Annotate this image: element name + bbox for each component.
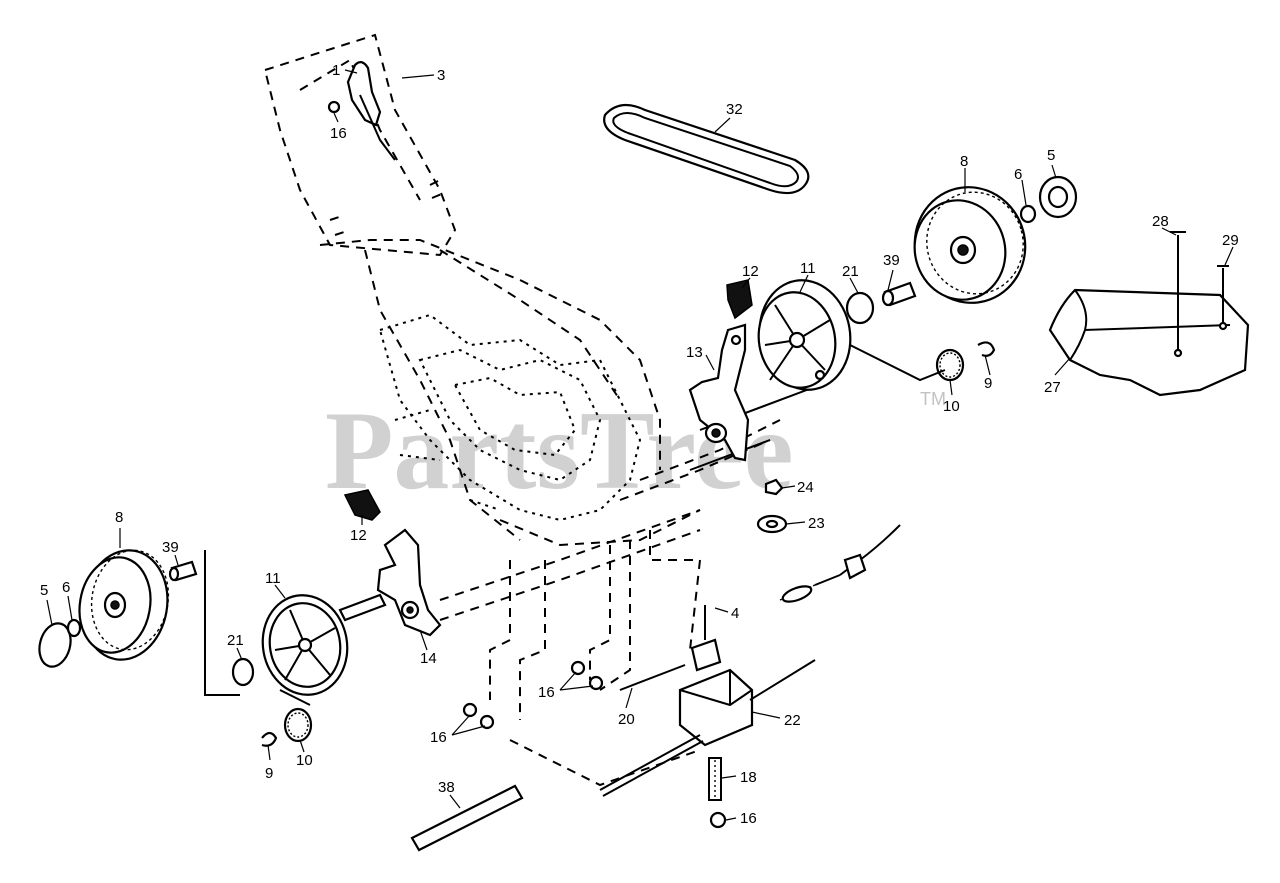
callout-8-left: 8 xyxy=(115,509,123,526)
callout-12-right: 12 xyxy=(742,263,759,280)
left-wheel xyxy=(78,549,170,661)
callout-5-right: 5 xyxy=(1047,147,1055,164)
left-pinion xyxy=(204,550,313,747)
callout-6-right: 6 xyxy=(1014,166,1022,183)
callout-14: 14 xyxy=(420,650,437,667)
hex-nuts xyxy=(327,100,727,829)
callout-21-left: 21 xyxy=(227,632,244,649)
right-hubcap xyxy=(1019,175,1078,224)
right-bracket xyxy=(688,279,753,462)
callout-12-left: 12 xyxy=(350,527,367,544)
callout-39-left: 39 xyxy=(162,539,179,556)
left-bracket xyxy=(338,489,442,637)
axle-rod xyxy=(410,784,524,852)
callout-13: 13 xyxy=(686,344,703,361)
leader-lines xyxy=(46,69,1234,821)
callout-labels: 1 3 16 32 8 6 5 28 29 27 12 11 21 39 13 … xyxy=(40,62,1239,827)
compression-spring xyxy=(708,757,722,801)
drive-cable xyxy=(779,524,901,603)
callout-23: 23 xyxy=(808,515,825,532)
callout-24: 24 xyxy=(797,479,814,496)
callout-39-right: 39 xyxy=(883,252,900,269)
tension-spring xyxy=(619,664,686,691)
callout-27: 27 xyxy=(1044,379,1061,396)
watermark-trademark: TM xyxy=(920,389,946,409)
callout-16-mid-a: 16 xyxy=(430,729,447,746)
right-wheel xyxy=(913,186,1027,304)
callout-11-right: 11 xyxy=(800,260,816,277)
callout-20: 20 xyxy=(618,711,635,728)
callout-11-left: 11 xyxy=(265,570,281,587)
callout-9-right: 9 xyxy=(984,375,992,392)
drive-belt xyxy=(603,103,810,195)
left-bushing xyxy=(168,560,198,582)
right-washer xyxy=(845,291,875,325)
callout-21-right: 21 xyxy=(842,263,859,280)
pulley-hardware xyxy=(756,478,788,534)
callout-5-left: 5 xyxy=(40,582,48,599)
callout-4: 4 xyxy=(731,605,739,622)
callout-3: 3 xyxy=(437,67,445,84)
transmission xyxy=(599,605,816,797)
callout-1: 1 xyxy=(332,62,340,79)
right-gear-wheel xyxy=(757,279,852,391)
callout-29: 29 xyxy=(1222,232,1239,249)
rear-deflector xyxy=(1048,231,1250,397)
callout-10-right: 10 xyxy=(943,398,960,415)
axle-lines xyxy=(439,384,821,787)
callout-16-top: 16 xyxy=(330,125,347,142)
right-pinion xyxy=(849,341,996,382)
left-gear-wheel xyxy=(261,594,349,696)
callout-32: 32 xyxy=(726,101,743,118)
callout-38: 38 xyxy=(438,779,455,796)
callout-18: 18 xyxy=(740,769,757,786)
callout-6-left: 6 xyxy=(62,579,70,596)
callout-10-left: 10 xyxy=(296,752,313,769)
left-washer xyxy=(231,657,255,687)
callout-8-right: 8 xyxy=(960,153,968,170)
callout-9-left: 9 xyxy=(265,765,273,782)
left-hubcap xyxy=(38,618,82,668)
right-bushing xyxy=(881,281,917,307)
callout-22: 22 xyxy=(784,712,801,729)
callout-16-bottom: 16 xyxy=(740,810,757,827)
callout-28: 28 xyxy=(1152,213,1169,230)
callout-16-mid-b: 16 xyxy=(538,684,555,701)
